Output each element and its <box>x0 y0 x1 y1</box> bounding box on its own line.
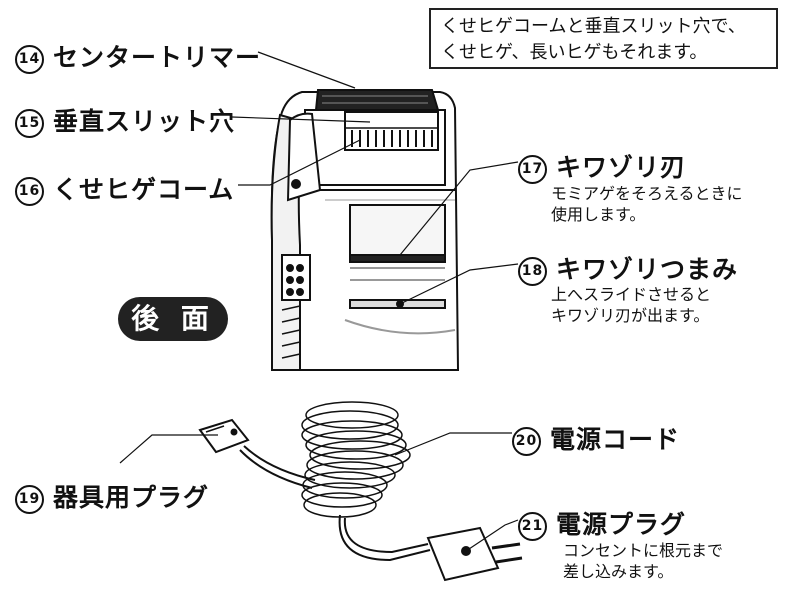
note-line-2: くせヒゲ、長いヒゲもそれます。 <box>441 42 708 63</box>
callout-number-14: 14 <box>15 45 44 74</box>
sideburn-blade-text: キワゾリ刃 <box>556 153 687 182</box>
power-plug-desc-line-2: 差し込みます。 <box>563 562 674 581</box>
power-plug-desc: コンセントに根元まで 差し込みます。 <box>563 540 723 582</box>
label-center-trimmer: 14 センタートリマー <box>15 38 261 74</box>
sideburn-blade-desc-line-1: モミアゲをそろえるときに <box>551 184 743 203</box>
sideburn-knob-text: キワゾリつまみ <box>556 255 739 284</box>
label-power-plug: 21 電源プラグ <box>518 505 686 541</box>
center-trimmer-text: センタートリマー <box>53 43 262 72</box>
sideburn-knob-desc-line-2: キワゾリ刃が出ます。 <box>551 306 710 325</box>
appliance-plug-text: 器具用プラグ <box>53 483 210 512</box>
callout-number-16: 16 <box>15 177 44 206</box>
callout-number-18: 18 <box>518 257 547 286</box>
label-power-cord: 20 電源コード <box>512 420 680 456</box>
leader-lines <box>119 51 519 552</box>
power-plug-text: 電源プラグ <box>556 510 687 539</box>
rear-view-badge: 後 面 <box>118 297 228 341</box>
label-vertical-slit: 15 垂直スリット穴 <box>15 102 235 138</box>
comb-text: くせヒゲコーム <box>53 175 235 204</box>
power-plug-desc-line-1: コンセントに根元まで <box>563 541 724 560</box>
callout-number-17: 17 <box>518 155 547 184</box>
power-cord-text: 電源コード <box>550 425 681 454</box>
label-appliance-plug: 19 器具用プラグ <box>15 478 209 514</box>
label-comb: 16 くせヒゲコーム <box>15 170 234 206</box>
vertical-slit-text: 垂直スリット穴 <box>53 107 236 136</box>
sideburn-blade-desc-line-2: 使用します。 <box>551 205 646 224</box>
sideburn-blade-desc: モミアゲをそろえるときに 使用します。 <box>551 183 743 225</box>
cord-illustration <box>198 401 523 582</box>
label-sideburn-blade: 17 キワゾリ刃 <box>518 148 686 184</box>
callout-number-21: 21 <box>518 512 547 541</box>
note-line-1: くせヒゲコームと垂直スリット穴で、 <box>441 16 746 37</box>
note-box: くせヒゲコームと垂直スリット穴で、 くせヒゲ、長いヒゲもそれます。 <box>429 8 778 69</box>
callout-number-19: 19 <box>15 485 44 514</box>
callout-number-15: 15 <box>15 109 44 138</box>
callout-number-20: 20 <box>512 427 541 456</box>
shaver-illustration <box>270 89 460 371</box>
sideburn-knob-desc: 上へスライドさせると キワゾリ刃が出ます。 <box>551 284 711 326</box>
sideburn-knob-desc-line-1: 上へスライドさせると <box>551 285 712 304</box>
label-sideburn-knob: 18 キワゾリつまみ <box>518 250 738 286</box>
